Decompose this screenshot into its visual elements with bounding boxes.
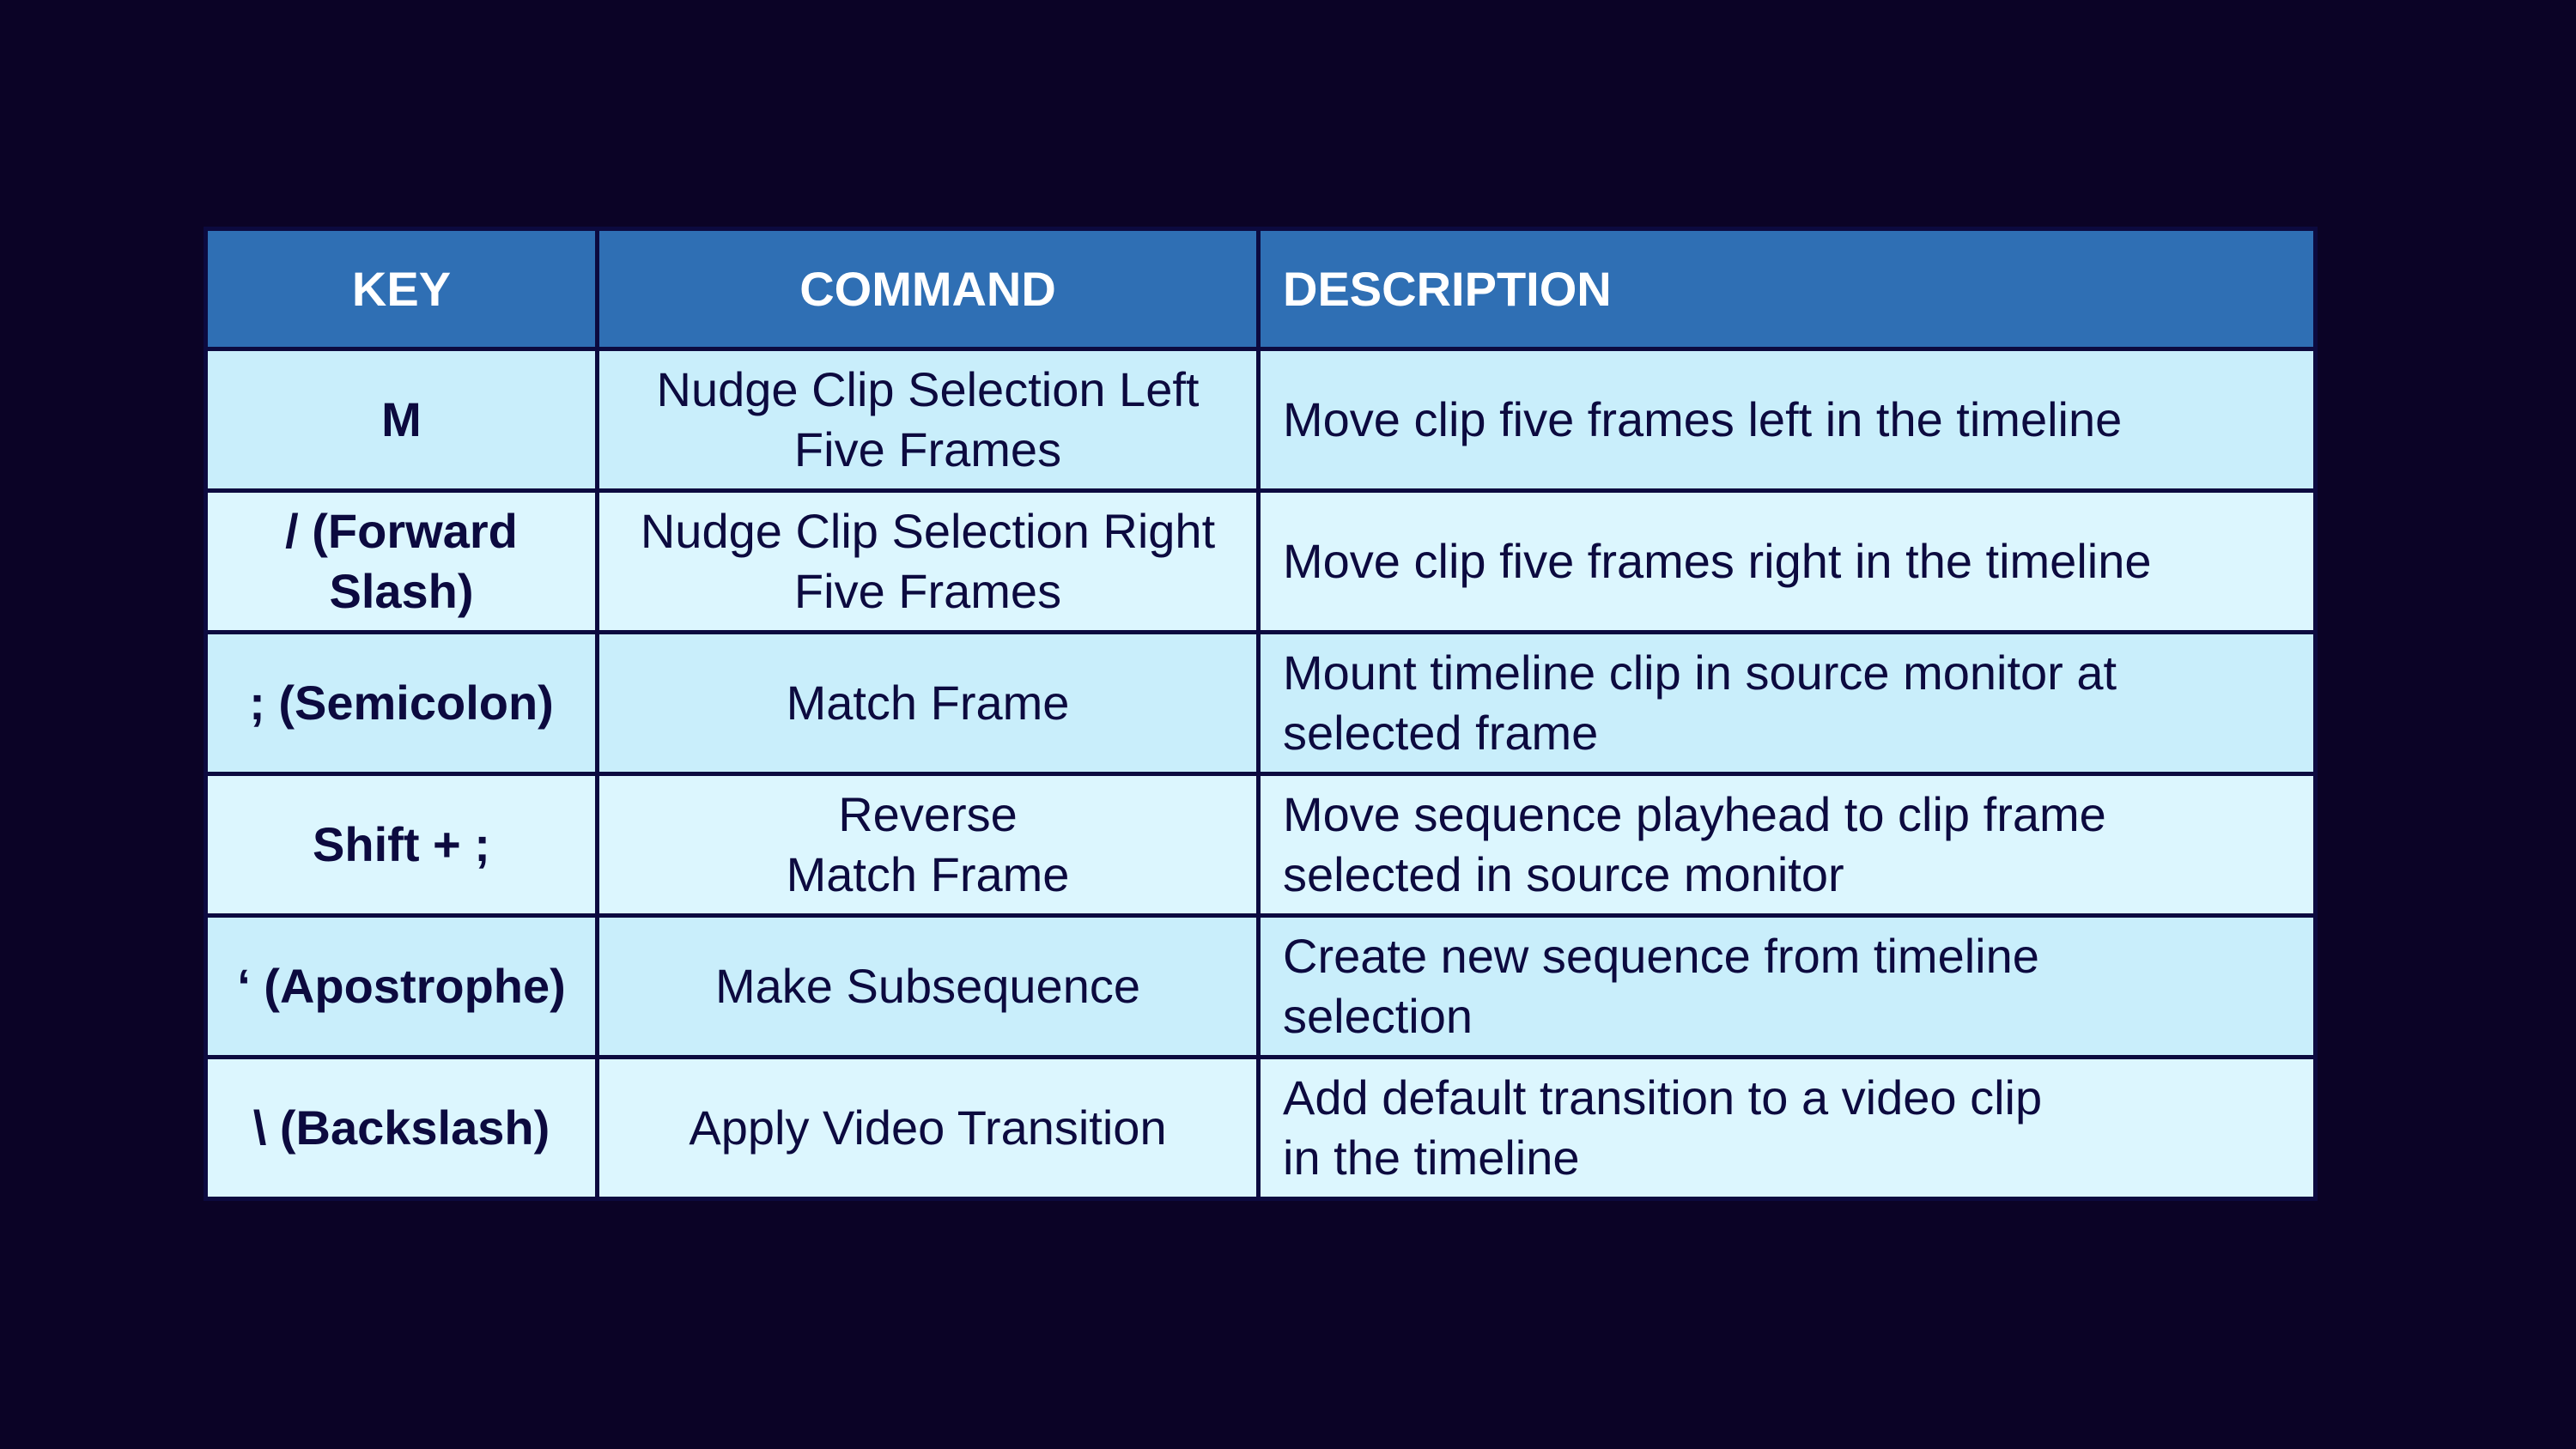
table-body: M Nudge Clip Selection Left Five Frames …: [204, 347, 2318, 1201]
key-cell: \ (Backslash): [204, 1055, 599, 1201]
command-cell: Nudge Clip Selection Left Five Frames: [595, 347, 1261, 493]
table-row: \ (Backslash) Apply Video Transition Add…: [204, 1055, 2318, 1201]
table-row: ‘ (Apostrophe) Make Subsequence Create n…: [204, 913, 2318, 1059]
key-column-header: KEY: [204, 227, 599, 351]
table-header: KEY COMMAND DESCRIPTION: [204, 227, 2318, 351]
description-cell: Move clip five frames right in the timel…: [1256, 488, 2318, 634]
table-row: ; (Semicolon) Match Frame Mount timeline…: [204, 630, 2318, 776]
description-cell: Add default transition to a video clip i…: [1256, 1055, 2318, 1201]
command-cell: Nudge Clip Selection Right Five Frames: [595, 488, 1261, 634]
keyboard-shortcuts-table: KEY COMMAND DESCRIPTION M Nudge Clip Sel…: [204, 227, 2318, 1201]
shortcut-table-container: KEY COMMAND DESCRIPTION M Nudge Clip Sel…: [204, 227, 2318, 1201]
command-cell: Match Frame: [595, 630, 1261, 776]
key-cell: ; (Semicolon): [204, 630, 599, 776]
key-cell: ‘ (Apostrophe): [204, 913, 599, 1059]
command-column-header: COMMAND: [595, 227, 1261, 351]
key-cell: Shift + ;: [204, 772, 599, 918]
description-cell: Mount timeline clip in source monitor at…: [1256, 630, 2318, 776]
header-row: KEY COMMAND DESCRIPTION: [204, 227, 2318, 351]
table-row: / (Forward Slash) Nudge Clip Selection R…: [204, 488, 2318, 634]
command-cell: Apply Video Transition: [595, 1055, 1261, 1201]
command-cell: Make Subsequence: [595, 913, 1261, 1059]
description-cell: Create new sequence from timeline select…: [1256, 913, 2318, 1059]
description-cell: Move clip five frames left in the timeli…: [1256, 347, 2318, 493]
key-cell: M: [204, 347, 599, 493]
description-column-header: DESCRIPTION: [1256, 227, 2318, 351]
command-cell: Reverse Match Frame: [595, 772, 1261, 918]
table-row: Shift + ; Reverse Match Frame Move seque…: [204, 772, 2318, 918]
description-cell: Move sequence playhead to clip frame sel…: [1256, 772, 2318, 918]
table-row: M Nudge Clip Selection Left Five Frames …: [204, 347, 2318, 493]
key-cell: / (Forward Slash): [204, 488, 599, 634]
